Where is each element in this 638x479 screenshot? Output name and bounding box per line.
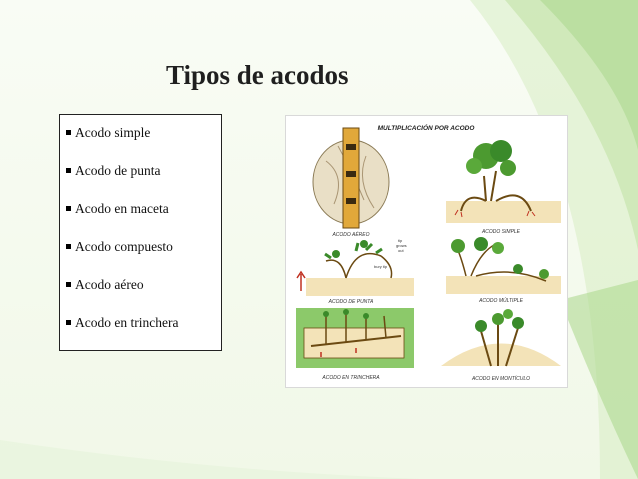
list-item-label: Acodo simple xyxy=(75,125,151,140)
layering-illustration-svg: MULTIPLICACIÓN POR ACODO ACODO AÉREO xyxy=(296,123,561,382)
list-item-label: Acodo compuesto xyxy=(75,239,173,254)
slide-title: Tipos de acodos xyxy=(166,60,349,90)
list-item: Acodo aéreo xyxy=(66,275,221,313)
square-bullet-icon xyxy=(66,168,71,174)
square-bullet-icon xyxy=(66,206,71,212)
mound-layering-drawing: ACODO EN MONTÍCULO xyxy=(441,309,561,382)
list-item: Acodo en trinchera xyxy=(66,313,221,351)
trench-layering-drawing: ACODO EN TRINCHERA xyxy=(296,308,414,381)
acodos-list: Acodo simple Acodo de punta Acodo en mac… xyxy=(60,115,221,351)
caption-monticulo: ACODO EN MONTÍCULO xyxy=(471,375,530,382)
tip-layering-drawing: tip grows out bury tip ACODO DE PUNTA xyxy=(296,238,414,305)
tip-note-line3: out xyxy=(398,248,404,253)
square-bullet-icon xyxy=(66,320,71,326)
square-bullet-icon xyxy=(66,244,71,250)
figure-header: MULTIPLICACIÓN POR ACODO xyxy=(378,123,475,132)
acodos-list-box: Acodo simple Acodo de punta Acodo en mac… xyxy=(59,114,222,351)
simple-layering-drawing: ACODO SIMPLE xyxy=(446,140,561,235)
caption-punta: ACODO DE PUNTA xyxy=(328,299,374,305)
air-layering-drawing: ACODO AÉREO xyxy=(312,127,390,238)
bury-note: bury tip xyxy=(374,264,388,269)
list-item-label: Acodo en maceta xyxy=(75,201,169,216)
list-item: Acodo simple xyxy=(66,123,221,161)
list-item-label: Acodo en trinchera xyxy=(75,315,179,330)
list-item-label: Acodo aéreo xyxy=(75,277,144,292)
list-item: Acodo compuesto xyxy=(66,237,221,275)
list-item-label: Acodo de punta xyxy=(75,163,161,178)
layering-illustration: MULTIPLICACIÓN POR ACODO ACODO AÉREO xyxy=(285,115,568,388)
caption-trinchera: ACODO EN TRINCHERA xyxy=(321,375,380,381)
tip-note-line2: grows xyxy=(396,243,407,248)
square-bullet-icon xyxy=(66,282,71,288)
caption-aereo: ACODO AÉREO xyxy=(331,231,369,238)
square-bullet-icon xyxy=(66,130,71,136)
list-item: Acodo de punta xyxy=(66,161,221,199)
caption-simple: ACODO SIMPLE xyxy=(481,229,521,235)
tip-note-line1: tip xyxy=(398,238,403,243)
multiple-layering-drawing: ACODO MÚLTIPLE xyxy=(446,237,561,304)
list-item: Acodo en maceta xyxy=(66,199,221,237)
caption-multiple: ACODO MÚLTIPLE xyxy=(478,297,523,304)
